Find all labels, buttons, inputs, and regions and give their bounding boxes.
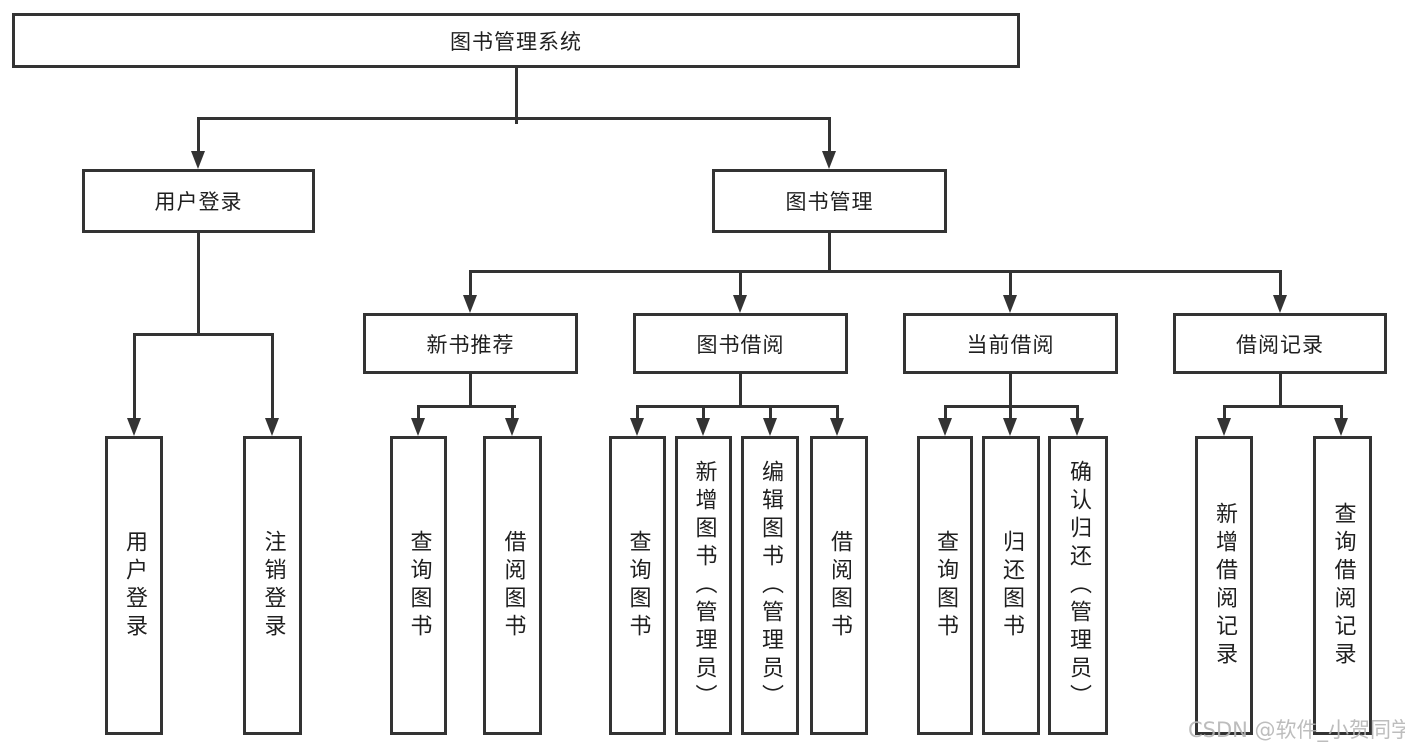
arrow-down-icon — [1217, 418, 1231, 436]
node-book-borrowing: 图书借阅 — [633, 313, 848, 374]
connector-line — [515, 68, 518, 124]
leaf-current-query-books-label: 查询图书 — [933, 529, 958, 642]
leaf-current-return-books: 归还图书 — [982, 436, 1040, 735]
leaf-borrowing-add-books-admin: 新增图书（管理员） — [675, 436, 732, 735]
connector-line — [769, 405, 772, 419]
csdn-watermark: CSDN @软件_小贺同学 — [1188, 718, 1405, 742]
leaf-borrowing-edit-books-admin: 编辑图书（管理员） — [741, 436, 799, 735]
node-borrowing-records-label: 借阅记录 — [1236, 332, 1324, 357]
connector-line — [197, 117, 200, 153]
leaf-records-query-borrow-record: 查询借阅记录 — [1313, 436, 1372, 735]
arrow-down-icon — [1003, 418, 1017, 436]
leaf-recommend-query-books-label: 查询图书 — [406, 529, 432, 642]
arrow-down-icon — [1070, 418, 1084, 436]
leaf-borrowing-query-books-label: 查询图书 — [625, 529, 651, 642]
leaf-user-login-label: 用户登录 — [122, 529, 147, 642]
node-borrowing-records: 借阅记录 — [1173, 313, 1387, 374]
connector-line — [1279, 374, 1282, 408]
node-current-borrowing-label: 当前借阅 — [966, 332, 1055, 357]
arrow-down-icon — [733, 295, 747, 313]
connector-line — [197, 233, 200, 336]
connector-line — [636, 405, 639, 419]
connector-line — [739, 270, 742, 296]
connector-line — [271, 333, 274, 419]
leaf-recommend-query-books: 查询图书 — [390, 436, 447, 735]
arrow-down-icon — [938, 418, 952, 436]
leaf-recommend-borrow-books: 借阅图书 — [483, 436, 542, 735]
connector-line — [828, 233, 831, 273]
connector-line — [197, 117, 831, 120]
connector-line — [836, 405, 839, 419]
arrow-down-icon — [830, 418, 844, 436]
leaf-records-add-borrow-record: 新增借阅记录 — [1195, 436, 1253, 735]
leaf-logout-label: 注销登录 — [260, 529, 286, 642]
connector-line — [1340, 405, 1343, 419]
node-new-book-recommend: 新书推荐 — [363, 313, 578, 374]
node-new-book-recommend-label: 新书推荐 — [426, 332, 515, 357]
arrow-down-icon — [763, 418, 777, 436]
arrow-down-icon — [630, 418, 644, 436]
connector-line — [739, 374, 742, 408]
node-book-management-label: 图书管理 — [785, 190, 874, 214]
connector-line — [417, 405, 420, 419]
connector-line — [1009, 270, 1012, 296]
leaf-current-return-books-label: 归还图书 — [999, 529, 1024, 642]
node-book-borrowing-label: 图书借阅 — [696, 332, 785, 357]
connector-line — [417, 405, 516, 408]
connector-line — [1223, 405, 1226, 419]
arrow-down-icon — [1334, 418, 1348, 436]
leaf-borrowing-query-books: 查询图书 — [609, 436, 666, 735]
node-current-borrowing: 当前借阅 — [903, 313, 1118, 374]
arrow-down-icon — [505, 418, 519, 436]
arrow-down-icon — [127, 418, 141, 436]
arrow-down-icon — [463, 295, 477, 313]
connector-line — [1223, 405, 1343, 408]
leaf-recommend-borrow-books-label: 借阅图书 — [500, 529, 526, 642]
leaf-borrowing-borrow-books: 借阅图书 — [810, 436, 868, 735]
leaf-current-confirm-return-admin-label: 确认归还（管理员） — [1066, 459, 1091, 712]
node-book-management: 图书管理 — [712, 169, 947, 233]
arrow-down-icon — [411, 418, 425, 436]
connector-line — [469, 270, 472, 296]
connector-line — [469, 374, 472, 408]
connector-line — [133, 333, 136, 419]
leaf-borrowing-borrow-books-label: 借阅图书 — [827, 529, 852, 642]
leaf-logout: 注销登录 — [243, 436, 302, 735]
connector-line — [944, 405, 947, 419]
connector-line — [1009, 374, 1012, 408]
arrow-down-icon — [696, 418, 710, 436]
connector-line — [636, 405, 839, 408]
connector-line — [1009, 405, 1012, 419]
node-user-login: 用户登录 — [82, 169, 315, 233]
arrow-down-icon — [1273, 295, 1287, 313]
leaf-current-confirm-return-admin: 确认归还（管理员） — [1048, 436, 1108, 735]
leaf-records-query-borrow-record-label: 查询借阅记录 — [1330, 501, 1356, 670]
leaf-user-login: 用户登录 — [105, 436, 163, 735]
leaf-current-query-books: 查询图书 — [917, 436, 973, 735]
connector-line — [828, 117, 831, 153]
connector-line — [702, 405, 705, 419]
connector-line — [133, 333, 274, 336]
connector-line — [511, 405, 514, 419]
arrow-down-icon — [191, 151, 205, 169]
node-root-library-system: 图书管理系统 — [12, 13, 1020, 68]
connector-line — [1076, 405, 1079, 419]
arrow-down-icon — [822, 151, 836, 169]
leaf-records-add-borrow-record-label: 新增借阅记录 — [1212, 501, 1237, 670]
leaf-borrowing-add-books-admin-label: 新增图书（管理员） — [691, 459, 717, 712]
arrow-down-icon — [1003, 295, 1017, 313]
connector-line — [1279, 270, 1282, 296]
connector-line — [469, 270, 1282, 273]
node-root-label: 图书管理系统 — [450, 29, 582, 54]
node-user-login-label: 用户登录 — [154, 190, 243, 214]
arrow-down-icon — [265, 418, 279, 436]
leaf-borrowing-edit-books-admin-label: 编辑图书（管理员） — [758, 459, 783, 712]
